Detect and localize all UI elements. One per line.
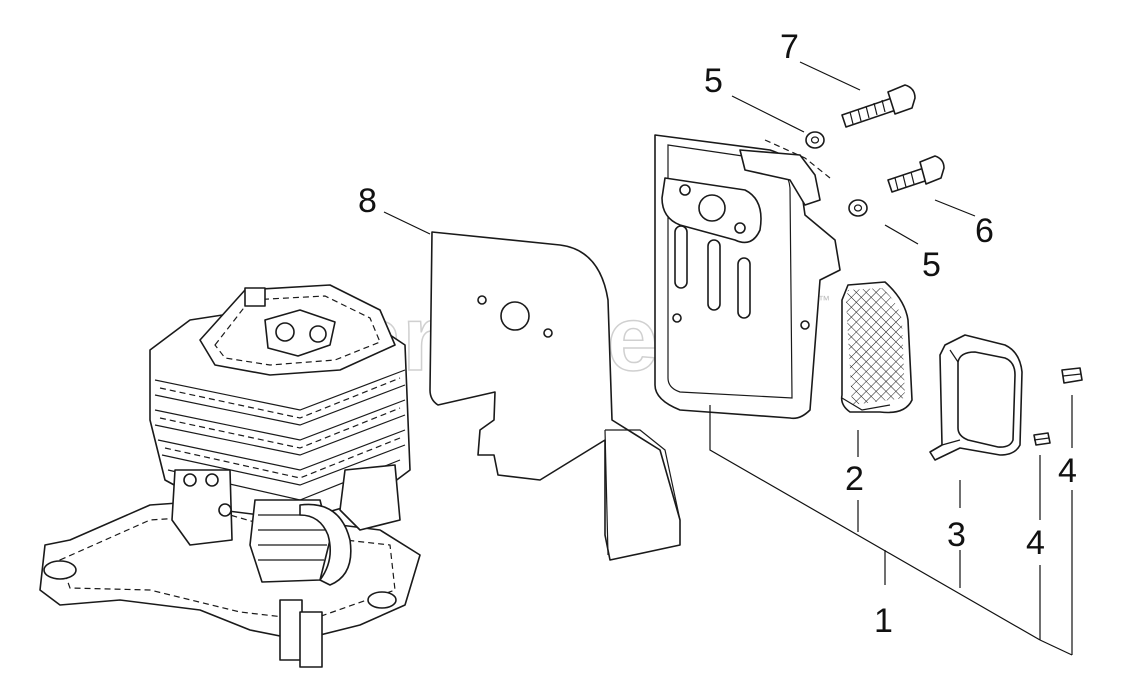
mount-post-right <box>299 611 323 668</box>
callout-5-top: 5 <box>704 62 723 100</box>
engine-cylinder-assembly <box>39 284 421 668</box>
part-1-muffler-body <box>654 134 841 420</box>
part-3-muffler-cover <box>929 334 1023 461</box>
callout-4-left: 4 <box>1026 524 1045 562</box>
part-7-long-bolt <box>841 84 916 128</box>
rocker-arm <box>264 309 336 357</box>
callout-5-bottom: 5 <box>922 246 941 284</box>
watermark-trademark: ™ <box>818 293 830 307</box>
callout-2: 2 <box>845 460 864 498</box>
part-2-spark-arrestor-screen <box>840 281 913 414</box>
part-5-washer-top <box>805 131 825 149</box>
callout-8: 8 <box>358 182 377 220</box>
leader-lines <box>383 61 1073 656</box>
callout-1: 1 <box>874 602 893 640</box>
part-6-short-bolt <box>887 155 945 193</box>
part-4-screw-b <box>1061 367 1083 384</box>
part-5-washer-bottom <box>848 199 868 217</box>
callout-7: 7 <box>780 28 799 66</box>
callout-3: 3 <box>947 516 966 554</box>
mount-post-left <box>279 599 303 661</box>
part-4-screw-a <box>1033 432 1051 446</box>
part-8-heat-shield <box>429 231 681 561</box>
callout-4-right: 4 <box>1058 452 1077 490</box>
callout-labels: 8 7 5 6 5 2 3 4 4 1 <box>358 28 1077 640</box>
callout-6: 6 <box>975 212 994 250</box>
